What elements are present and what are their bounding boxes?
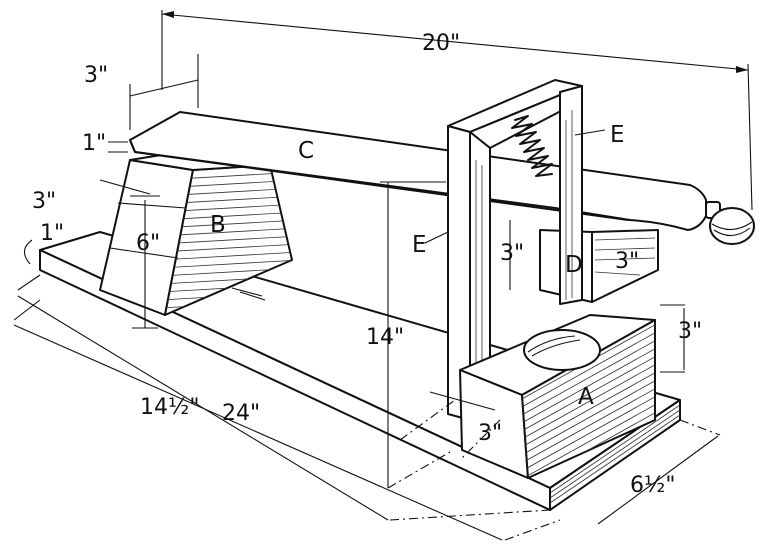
block-b — [99, 151, 293, 316]
block-d — [539, 229, 659, 303]
label-a: A — [578, 384, 594, 410]
dim-width-14-half: 14½" — [140, 395, 199, 420]
dim-block-a-height: 3" — [678, 319, 702, 344]
dim-gap-3: 3" — [500, 241, 524, 266]
part-labels: C B D A E E — [210, 122, 625, 410]
dim-block-a-3: 3" — [478, 421, 502, 446]
dim-base-width-6-half: 6½" — [630, 473, 675, 498]
dimension-labels: 20" 3" 1" 3" 6" 1" 14½" 24" 14" 3" 3" 3"… — [32, 31, 702, 498]
label-b: B — [210, 212, 226, 238]
dim-block-b-top: 3" — [32, 189, 56, 214]
dim-beam-width: 3" — [84, 63, 108, 88]
block-a — [459, 314, 656, 479]
label-e-front: E — [412, 232, 427, 258]
dim-base-thickness: 1" — [40, 221, 64, 246]
label-e-back: E — [610, 122, 625, 148]
dim-beam-thickness: 1" — [82, 131, 106, 156]
spring — [511, 115, 553, 177]
label-c: C — [298, 138, 314, 164]
dim-block-b-height: 6" — [136, 231, 160, 256]
dim-length-20: 20" — [422, 31, 460, 56]
dimension-lines — [13, 10, 753, 541]
dim-base-24: 24" — [222, 401, 260, 426]
dim-height-14: 14" — [366, 325, 404, 350]
label-d: D — [565, 252, 583, 278]
dim-block-d-3: 3" — [615, 249, 639, 274]
